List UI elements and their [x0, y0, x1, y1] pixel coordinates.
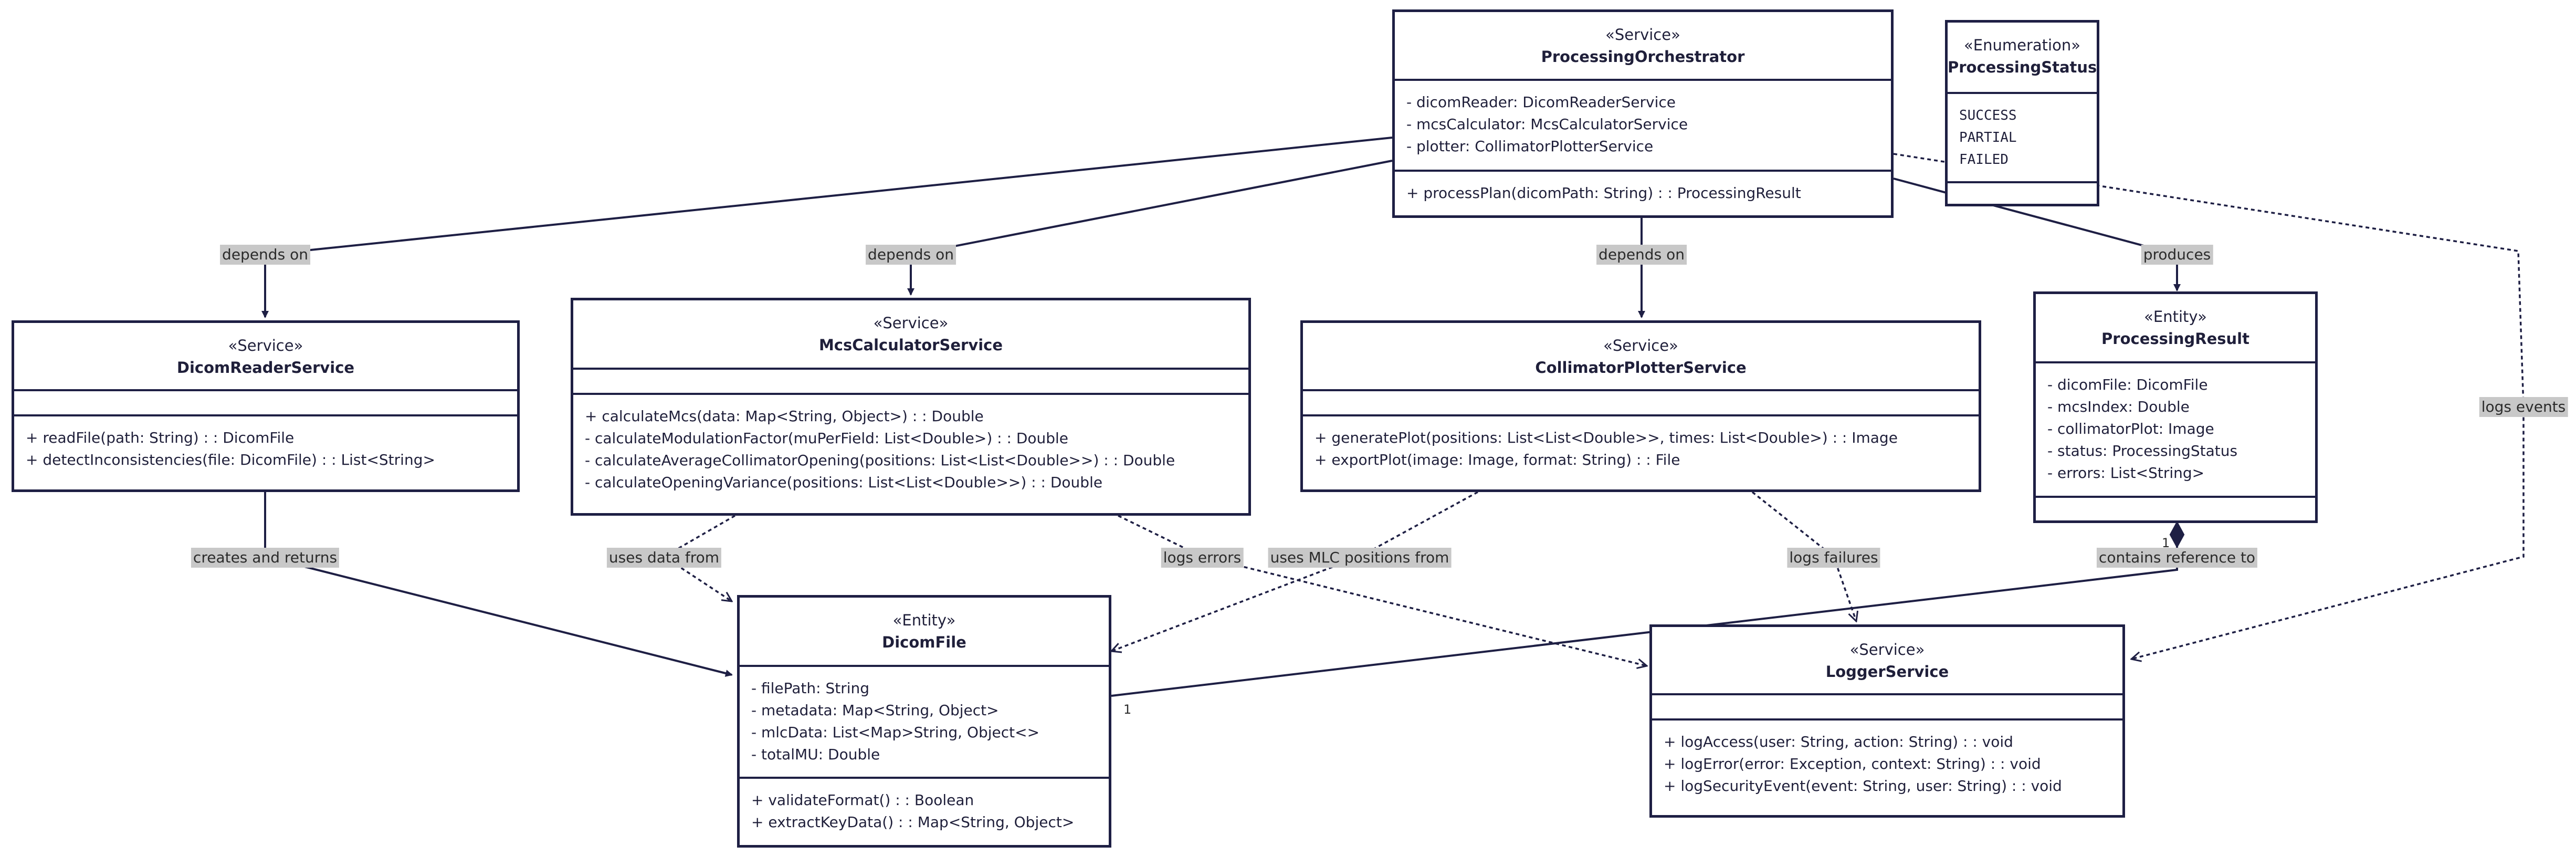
method-row: - calculateAverageCollimatorOpening(posi…: [585, 452, 1175, 469]
class-name: DicomReaderService: [176, 359, 355, 377]
method-row: + processPlan(dicomPath: String) : : Pro…: [1406, 184, 1801, 202]
method-section: + calculateMcs(data: Map<String, Object>…: [573, 395, 1248, 494]
class-stereotype: «Service»: [873, 314, 949, 332]
attribute-row: - plotter: CollimatorPlotterService: [1406, 138, 1654, 155]
attribute-section: [573, 370, 1248, 395]
method-row: + logAccess(user: String, action: String…: [1664, 733, 2013, 750]
method-section: + processPlan(dicomPath: String) : : Pro…: [1395, 172, 1891, 204]
attribute-row: - dicomReader: DicomReaderService: [1406, 93, 1676, 111]
method-row: + extractKeyData() : : Map<String, Objec…: [751, 813, 1075, 831]
class-header: «Service» McsCalculatorService: [573, 300, 1248, 370]
edge-depends-dicomreader: [261, 137, 1393, 318]
class-processing-status: «Enumeration» ProcessingStatus SUCCESS P…: [1945, 20, 2099, 206]
edge-label-contains-reference-to: contains reference to: [2096, 548, 2258, 568]
method-row: + exportPlot(image: Image, format: Strin…: [1315, 451, 1680, 468]
class-stereotype: «Enumeration»: [1964, 36, 2080, 54]
attribute-row: - metadata: Map<String, Object>: [751, 702, 999, 719]
method-row: + calculateMcs(data: Map<String, Object>…: [585, 408, 984, 425]
attribute-section: [14, 391, 517, 416]
class-header: «Service» ProcessingOrchestrator: [1395, 12, 1891, 81]
class-processing-result: «Entity» ProcessingResult - dicomFile: D…: [2033, 291, 2318, 523]
edge-creates-returns: [264, 492, 733, 677]
attribute-row: - dicomFile: DicomFile: [2047, 376, 2208, 393]
attribute-row: - status: ProcessingStatus: [2047, 442, 2238, 460]
class-header: «Service» DicomReaderService: [14, 323, 517, 391]
attribute-section: [1303, 391, 1979, 416]
attribute-row: - totalMU: Double: [751, 746, 880, 763]
method-row: + generatePlot(positions: List<List<Doub…: [1315, 429, 1898, 446]
class-stereotype: «Entity»: [892, 611, 956, 629]
class-logger-service: «Service» LoggerService + logAccess(user…: [1649, 624, 2125, 818]
attribute-row: - collimatorPlot: Image: [2047, 420, 2214, 437]
method-row: + detectInconsistencies(file: DicomFile)…: [26, 451, 435, 468]
class-name: DicomFile: [882, 633, 966, 651]
class-processing-orchestrator: «Service» ProcessingOrchestrator - dicom…: [1392, 9, 1894, 218]
class-dicom-file: «Entity» DicomFile - filePath: String - …: [737, 595, 1111, 848]
method-row: + logSecurityEvent(event: String, user: …: [1664, 777, 2062, 795]
method-row: - calculateModulationFactor(muPerField: …: [585, 430, 1069, 447]
class-name: LoggerService: [1825, 663, 1949, 681]
method-section: + logAccess(user: String, action: String…: [1652, 721, 2122, 797]
method-row: + logError(error: Exception, context: St…: [1664, 755, 2041, 773]
class-stereotype: «Service»: [1605, 26, 1680, 44]
edge-label-creates-and-returns: creates and returns: [191, 548, 340, 568]
method-row: - calculateOpeningVariance(positions: Li…: [585, 474, 1103, 491]
class-header: «Entity» ProcessingResult: [2036, 294, 2315, 363]
class-name: CollimatorPlotterService: [1535, 359, 1747, 377]
class-stereotype: «Service»: [1849, 641, 1925, 659]
edge-label-depends-on: depends on: [220, 245, 310, 265]
attribute-section: - dicomReader: DicomReaderService - mcsC…: [1395, 81, 1891, 172]
attribute-section: [1652, 695, 2122, 721]
attribute-row: - mcsIndex: Double: [2047, 398, 2190, 415]
class-name: McsCalculatorService: [818, 336, 1003, 354]
attribute-row: - mlcData: List<Map>String, Object<>: [751, 724, 1040, 741]
class-stereotype: «Service»: [1603, 337, 1678, 354]
attribute-row: - mcsCalculator: McsCalculatorService: [1406, 116, 1688, 133]
attribute-row: - filePath: String: [751, 680, 870, 697]
multiplicity-result-end: 1: [2162, 536, 2170, 550]
edge-logs-errors: [1118, 515, 1647, 666]
attribute-row: - errors: List<String>: [2047, 464, 2205, 482]
method-section: + generatePlot(positions: List<List<Doub…: [1303, 416, 1979, 471]
composition-diamond: [2169, 520, 2185, 549]
class-header: «Service» CollimatorPlotterService: [1303, 323, 1979, 391]
class-name: ProcessingStatus: [1948, 58, 2097, 76]
multiplicity-dicomfile-end: 1: [1123, 702, 1132, 717]
class-name: ProcessingOrchestrator: [1541, 48, 1745, 66]
class-mcs-calculator-service: «Service» McsCalculatorService + calcula…: [571, 298, 1251, 516]
enum-value: PARTIAL: [1959, 130, 2017, 145]
enum-value: SUCCESS: [1959, 108, 2017, 123]
edge-uses-mlc: [1111, 491, 1478, 651]
method-section: [2036, 498, 2315, 508]
class-stereotype: «Entity»: [2144, 308, 2207, 326]
edge-label-logs-events: logs events: [2479, 397, 2568, 417]
class-dicom-reader-service: «Service» DicomReaderService + readFile(…: [12, 320, 520, 492]
empty-section: [1948, 183, 2097, 194]
edge-label-depends-on: depends on: [1596, 245, 1687, 265]
method-section: + readFile(path: String) : : DicomFile +…: [14, 416, 517, 471]
class-stereotype: «Service»: [228, 337, 303, 354]
edge-label-produces: produces: [2141, 245, 2213, 265]
class-header: «Entity» DicomFile: [740, 598, 1109, 667]
enum-values-section: SUCCESS PARTIAL FAILED: [1948, 94, 2097, 183]
attribute-section: - filePath: String - metadata: Map<Strin…: [740, 667, 1109, 779]
edge-label-uses-mlc-positions-from: uses MLC positions from: [1268, 548, 1452, 568]
edge-label-depends-on: depends on: [866, 245, 956, 265]
class-name: ProcessingResult: [2101, 330, 2249, 348]
class-header: «Enumeration» ProcessingStatus: [1948, 23, 2097, 94]
method-row: + validateFormat() : : Boolean: [751, 791, 974, 809]
attribute-section: - dicomFile: DicomFile - mcsIndex: Doubl…: [2036, 363, 2315, 498]
edge-label-logs-failures: logs failures: [1787, 548, 1880, 568]
edge-label-logs-errors: logs errors: [1161, 548, 1244, 568]
class-header: «Service» LoggerService: [1652, 627, 2122, 695]
enum-value: FAILED: [1959, 152, 2009, 168]
method-row: + readFile(path: String) : : DicomFile: [26, 429, 295, 446]
class-collimator-plotter-service: «Service» CollimatorPlotterService + gen…: [1300, 320, 1981, 492]
method-section: + validateFormat() : : Boolean + extract…: [740, 779, 1109, 833]
edge-label-uses-data-from: uses data from: [606, 548, 722, 568]
